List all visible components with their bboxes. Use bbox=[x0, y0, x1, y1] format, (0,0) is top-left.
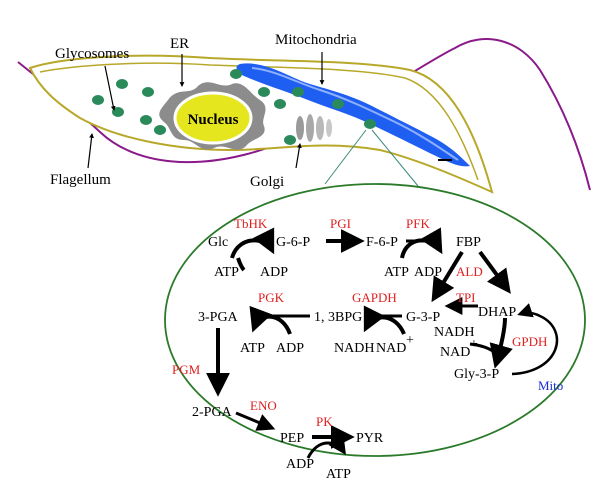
cofactor-atp-pk: ATP bbox=[326, 467, 351, 482]
enzyme-pk: PK bbox=[316, 414, 333, 429]
metabolite-dhap: DHAP bbox=[478, 305, 516, 320]
cofactor-adp-pgk: ADP bbox=[276, 341, 304, 356]
metabolite-f6p: F-6-P bbox=[366, 235, 398, 250]
enzyme-pgm: PGM bbox=[172, 362, 201, 377]
mito-label: Mito bbox=[538, 378, 563, 393]
glycosomes-label: Glycosomes bbox=[55, 46, 129, 62]
cell: Nucleus bbox=[17, 32, 591, 194]
enzymes: TbHK PGI PFK ALD TPI GAPDH PGK GPDH PGM … bbox=[172, 216, 547, 429]
cofactors: ATP ADP ATP ADP ATP ADP NADH NAD + NADH … bbox=[214, 265, 478, 482]
golgi-label: Golgi bbox=[250, 174, 284, 190]
cofactor-atp-hk: ATP bbox=[214, 265, 239, 280]
enzyme-ald: ALD bbox=[456, 264, 483, 279]
cofactor-nadh-gpdh: NADH bbox=[434, 325, 474, 340]
cofactor-adp-pfk: ADP bbox=[414, 265, 442, 280]
enzyme-eno: ENO bbox=[250, 398, 277, 413]
er-label: ER bbox=[170, 36, 189, 52]
enzyme-gpdh: GPDH bbox=[512, 334, 547, 349]
cofactor-nad-gapdh: NAD bbox=[376, 341, 406, 356]
enzyme-pgk: PGK bbox=[258, 290, 285, 305]
cofactor-adp-hk: ADP bbox=[260, 265, 288, 280]
zoom-connector-left bbox=[324, 129, 367, 185]
zoom-connector-right bbox=[371, 129, 419, 187]
golgi-pointer bbox=[295, 143, 302, 169]
metabolite-g3p: G-3-P bbox=[406, 310, 440, 325]
glycosomes bbox=[92, 69, 376, 145]
mitochondria-label: Mitochondria bbox=[275, 32, 357, 48]
enzyme-tbhk: TbHK bbox=[234, 216, 268, 231]
nucleus-body bbox=[173, 91, 253, 145]
nucleus-label: Nucleus bbox=[188, 112, 239, 128]
cofactor-nad-gapdh-plus: + bbox=[406, 333, 414, 348]
flagellum-label: Flagellum bbox=[50, 172, 111, 188]
metabolite-pyr: PYR bbox=[356, 431, 384, 446]
metabolite-glc: Glc bbox=[208, 235, 228, 250]
cofactor-nad-gpdh-plus: + bbox=[470, 337, 478, 352]
enzyme-pgi: PGI bbox=[330, 216, 351, 231]
cofactor-nad-gpdh: NAD bbox=[440, 345, 470, 360]
metabolite-gly3p: Gly-3-P bbox=[454, 367, 499, 382]
cofactor-nadh-gapdh: NADH bbox=[334, 341, 374, 356]
cofactor-adp-pk: ADP bbox=[286, 457, 314, 472]
golgi-apparatus bbox=[296, 114, 332, 142]
enzyme-pfk: PFK bbox=[406, 216, 430, 231]
metabolite-3pga: 3-PGA bbox=[198, 310, 239, 325]
enzyme-tpi: TPI bbox=[456, 290, 476, 305]
metabolite-13bpg: 1, 3BPG bbox=[314, 310, 362, 325]
metabolite-g6p: G-6-P bbox=[276, 235, 310, 250]
metabolite-fbp: FBP bbox=[456, 235, 481, 250]
glycosomes-pointer bbox=[104, 65, 116, 111]
cell-inner-outline bbox=[39, 62, 479, 181]
cofactor-atp-pfk: ATP bbox=[384, 265, 409, 280]
metabolites: Glc G-6-P F-6-P FBP 3-PGA 1, 3BPG G-3-P … bbox=[192, 235, 516, 446]
metabolite-2pga: 2-PGA bbox=[192, 405, 233, 420]
metabolite-pep: PEP bbox=[280, 431, 304, 446]
flagellum-pointer bbox=[87, 133, 94, 169]
pathway-arrows bbox=[206, 227, 559, 459]
enzyme-gapdh: GAPDH bbox=[352, 290, 397, 305]
cofactor-atp-pgk: ATP bbox=[240, 341, 265, 356]
mitochondrion-highlight bbox=[251, 67, 459, 161]
